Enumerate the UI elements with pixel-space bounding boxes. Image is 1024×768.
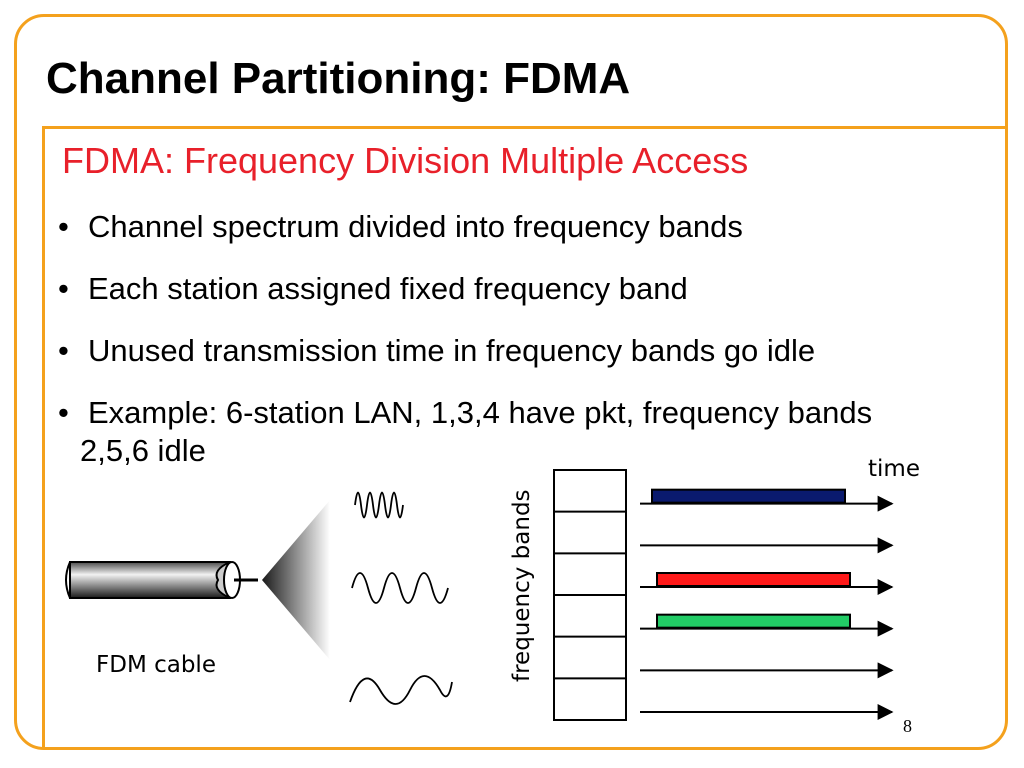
bullet-text: Channel spectrum divided into frequency …: [88, 209, 743, 244]
frequency-bands-label: frequency bands: [509, 489, 535, 682]
packet-bar-band-4: [656, 613, 851, 629]
medium-frequency-wave-icon: [351, 572, 449, 604]
bullet-item: Each station assigned fixed frequency ba…: [58, 270, 978, 308]
low-frequency-wave-icon: [349, 675, 453, 705]
spectrum-cone: [262, 500, 330, 660]
bullet-text: Each station assigned fixed frequency ba…: [88, 271, 688, 306]
packet-bar-band-1: [651, 488, 846, 504]
slide-title: Channel Partitioning: FDMA: [46, 54, 631, 103]
high-frequency-wave-icon: [354, 491, 404, 519]
bullet-item: Example: 6-station LAN, 1,3,4 have pkt, …: [58, 394, 978, 470]
bullet-text: Example: 6-station LAN, 1,3,4 have pkt, …: [88, 395, 873, 430]
page-number: 8: [903, 716, 912, 736]
fdm-cable-icon: [65, 561, 258, 599]
left-rule: [42, 126, 45, 748]
bullet-text-continued: 2,5,6 idle: [80, 433, 206, 468]
bullet-item: Channel spectrum divided into frequency …: [58, 208, 978, 246]
packet-bar-band-3: [656, 572, 851, 587]
frequency-band-table: [553, 469, 627, 721]
title-divider: [42, 126, 1008, 129]
slide-frame: [14, 14, 1008, 750]
bullet-text: Unused transmission time in frequency ba…: [88, 333, 816, 368]
slide-subtitle: FDMA: Frequency Division Multiple Access: [62, 140, 749, 181]
fdm-cable-label: FDM cable: [96, 652, 216, 678]
bullet-list: Channel spectrum divided into frequency …: [58, 208, 978, 470]
time-axis-label: time: [868, 456, 920, 482]
bullet-item: Unused transmission time in frequency ba…: [58, 332, 978, 370]
